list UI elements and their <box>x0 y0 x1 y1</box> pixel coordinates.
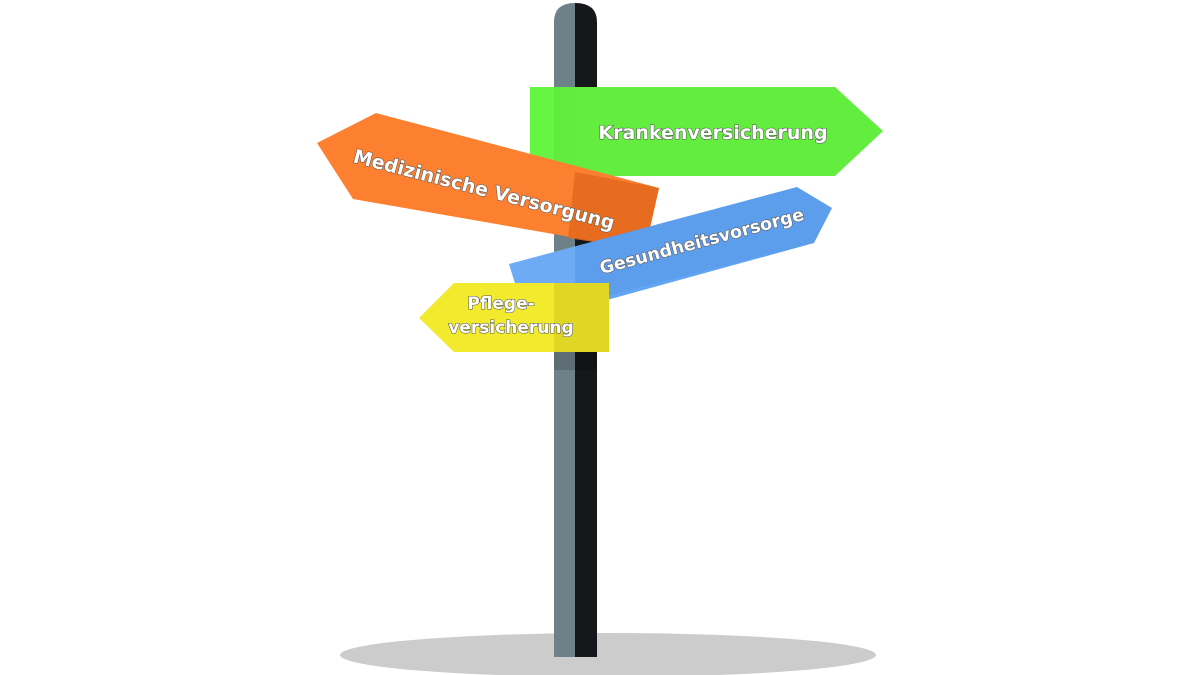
pole-shade <box>554 352 597 370</box>
sign-label-line-1: Pflege- <box>467 294 534 314</box>
sign-krankenversicherung: Krankenversicherung <box>530 87 883 176</box>
ground-shadow <box>340 633 876 675</box>
sign-label: Krankenversicherung <box>598 122 827 144</box>
sign-label-line-2: versicherung <box>448 318 573 338</box>
sign-pflegeversicherung: Pflege- versicherung <box>419 283 609 352</box>
